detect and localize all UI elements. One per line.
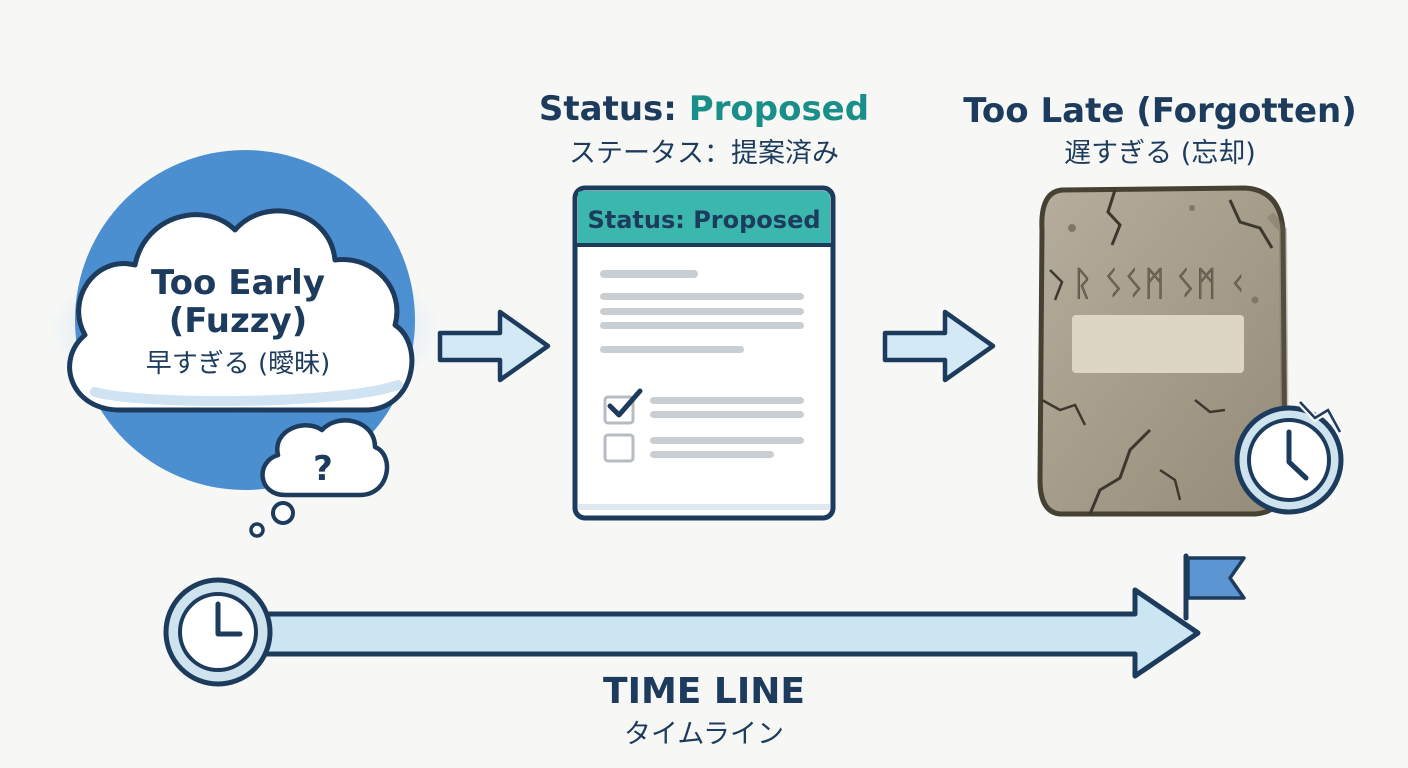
clock-icon	[163, 577, 273, 687]
document-icon: Status: Proposed	[572, 185, 836, 521]
timeline: TIME LINE タイムライン	[163, 553, 1246, 750]
stage-too-early: Too Early (Fuzzy) 早すぎる (曖昧) ?	[50, 150, 440, 538]
early-title-line1: Too Early	[151, 263, 325, 303]
stage-proposed: Status: Proposed ステータス：提案済み Status: Prop…	[539, 89, 869, 521]
stone-tablet-icon: ᚱ ᛊᛊᛗ ᛊᛗ ᚲ	[1037, 185, 1289, 517]
early-title-line2: (Fuzzy)	[169, 301, 308, 341]
late-title: Too Late (Forgotten)	[963, 91, 1357, 131]
early-subtitle-jp: 早すぎる (曖昧)	[146, 349, 331, 379]
thought-bubble-icon: ?	[249, 418, 390, 538]
proposed-heading-value: Proposed	[689, 89, 869, 129]
document-header-label: Status: Proposed	[587, 206, 820, 234]
timeline-arrow	[259, 587, 1201, 679]
checkbox-empty-icon	[603, 433, 635, 463]
arrow-early-to-proposed	[437, 309, 551, 383]
late-subtitle-jp: 遅すぎる (忘却)	[1064, 138, 1256, 169]
broken-clock-icon	[1234, 399, 1344, 515]
timeline-label: TIME LINE	[603, 671, 805, 712]
tablet-blank-plate	[1072, 315, 1244, 373]
question-mark: ?	[313, 449, 333, 489]
proposed-heading-prefix: Status:	[539, 89, 689, 129]
stage-too-late: Too Late (Forgotten) 遅すぎる (忘却) ᚱ ᛊᛊᛗ ᛊᛗ …	[963, 91, 1357, 517]
tablet-glyphs: ᚱ ᛊᛊᛗ ᛊᛗ ᚲ	[1072, 264, 1247, 304]
flag-icon	[1183, 553, 1246, 621]
proposed-heading: Status: Proposed	[539, 89, 869, 129]
proposed-heading-jp: ステータス：提案済み	[569, 138, 839, 169]
arrow-proposed-to-late	[882, 309, 996, 383]
timeline-label-jp: タイムライン	[624, 719, 784, 750]
checkbox-checked-icon	[603, 388, 643, 425]
cloud-icon	[67, 208, 415, 413]
